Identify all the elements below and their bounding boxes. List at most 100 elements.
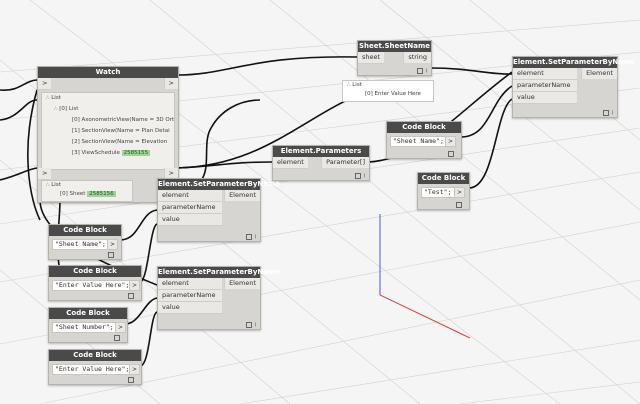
element-id-badge: 2585155 [121,150,151,156]
tree-item: ∴ List [46,182,61,188]
code-block-test[interactable]: Code Block "Test"; > [417,172,470,210]
tree-item-label: [0] Sheet [60,191,86,197]
output-port[interactable]: Element [224,278,260,289]
node-status [456,201,465,209]
tree-item: [2] SectionView(Name = Elevation [72,139,168,145]
output-port[interactable]: > [129,364,141,375]
input-port[interactable]: value [158,214,222,226]
code-block-sheet-name-right[interactable]: Code Block "Sheet Name"; > [386,121,462,159]
node-title: Code Block [49,225,121,236]
port-row[interactable]: element Element [158,190,260,202]
port-row[interactable]: element Parameter[] [273,157,369,169]
preview-toggle-icon[interactable] [245,233,252,240]
node-status [448,150,457,158]
node-title: Element.SetParameterByName [158,179,281,190]
code-input[interactable]: "Enter Value Here"; [52,280,130,291]
node-status [108,251,117,259]
tree-item: [0] AxonometricView(Name = 3D Ort [72,117,175,123]
output-port[interactable]: > [129,280,141,291]
set-parameter-node-top[interactable]: Element.SetParameterByName element Eleme… [512,56,635,118]
port-row[interactable]: parameterName [158,290,260,302]
port-row[interactable]: value [513,92,617,104]
code-input[interactable]: "Sheet Number"; [52,322,116,333]
port-row[interactable]: sheet string [358,52,431,64]
preview-toggle-icon[interactable] [416,67,423,74]
port-row[interactable]: element Element [158,278,260,290]
port-label: > [163,78,178,89]
node-status: I [354,172,365,179]
code-input[interactable]: "Enter Value Here"; [52,364,130,375]
preview-toggle-icon[interactable] [448,150,454,157]
node-status [114,334,123,342]
port-row[interactable]: parameterName [513,80,617,92]
node-status: I [245,321,256,328]
preview-toggle-icon[interactable] [108,251,114,258]
sheet-name-node[interactable]: Sheet.SheetName sheet string I [357,40,432,76]
output-port[interactable]: > [107,239,119,250]
input-port[interactable]: parameterName [158,290,222,302]
input-port[interactable]: sheet [358,52,385,64]
output-port[interactable]: > [115,322,127,333]
set-parameter-node-1[interactable]: Element.SetParameterByName element Eleme… [157,178,281,242]
tree-item-label: [3] ViewSchedule [72,150,120,156]
preview-toggle-icon[interactable] [602,109,609,116]
code-block-sheet-name-left[interactable]: Code Block "Sheet Name"; > [48,224,122,260]
tree-item: ∴ List [347,82,362,88]
tree-item: [1] SectionView(Name = Plan Detai [72,128,170,134]
axis-x [379,294,471,339]
preview-toggle-icon[interactable] [245,321,252,328]
input-port[interactable]: value [513,92,577,104]
node-status: I [416,67,427,74]
input-port[interactable]: parameterName [158,202,222,214]
code-block-sheet-number[interactable]: Code Block "Sheet Number"; > [48,307,128,343]
node-status: I [602,109,613,116]
code-block-enter-value-2[interactable]: Code Block "Enter Value Here"; > [48,349,142,385]
preview-toggle-icon[interactable] [354,172,361,179]
input-port[interactable]: element [273,157,308,169]
node-title: Sheet.SheetName [358,41,431,52]
output-port[interactable]: Parameter[] [321,157,369,168]
input-port[interactable]: parameterName [513,80,577,92]
node-title: Code Block [49,308,127,319]
output-port[interactable]: Element [581,68,617,79]
code-input[interactable]: "Test"; [421,187,455,198]
code-block-enter-value-1[interactable]: Code Block "Enter Value Here"; > [48,265,142,301]
preview-toggle-icon[interactable] [114,334,120,341]
watch-node[interactable]: Watch > > ∴ List ∴ [0] List [0] Axonomet… [37,66,179,203]
port-label: > [163,168,178,179]
output-port[interactable]: > [445,136,457,147]
code-input[interactable]: "Sheet Name"; [52,239,108,250]
tree-item: ∴ [0] List [54,106,79,112]
port-row[interactable]: value [158,302,260,314]
input-port[interactable]: element [158,278,222,290]
code-input[interactable]: "Sheet Name"; [390,136,446,147]
node-status [128,376,137,384]
tree-item: ∴ List [46,95,61,101]
watch-input-port[interactable]: > > [38,78,178,90]
tree-item: [3] ViewSchedule 2585155 [42,148,174,159]
port-row[interactable]: parameterName [158,202,260,214]
preview-toggle-icon[interactable] [128,292,134,299]
input-port[interactable]: element [158,190,222,202]
output-port[interactable]: string [403,52,431,63]
watch-sub-ports[interactable]: > > [38,168,178,180]
node-status: I [245,233,256,240]
input-port[interactable]: value [158,302,222,314]
element-id-badge: 2585156 [87,191,116,197]
input-port[interactable]: element [513,68,577,80]
port-row[interactable]: value [158,214,260,226]
preview-toggle-icon[interactable] [456,201,462,208]
watch-output-tree: ∴ List ∴ [0] List [0] AxonometricView(Na… [41,92,175,170]
output-port[interactable]: Element [224,190,260,201]
output-port[interactable]: > [454,187,466,198]
watch-sub-tree: ∴ List [0] Sheet 2585156 [41,180,133,202]
element-parameters-node[interactable]: Element.Parameters element Parameter[] I [272,145,370,181]
tree-item: [0] Sheet 2585156 [42,190,132,199]
port-label: > [38,168,52,180]
preview-toggle-icon[interactable] [128,376,134,383]
node-title: Element.Parameters [273,146,369,157]
port-row[interactable]: element Element [513,68,617,80]
set-parameter-node-2[interactable]: Element.SetParameterByName element Eleme… [157,266,280,330]
node-title: Code Block [49,266,141,277]
